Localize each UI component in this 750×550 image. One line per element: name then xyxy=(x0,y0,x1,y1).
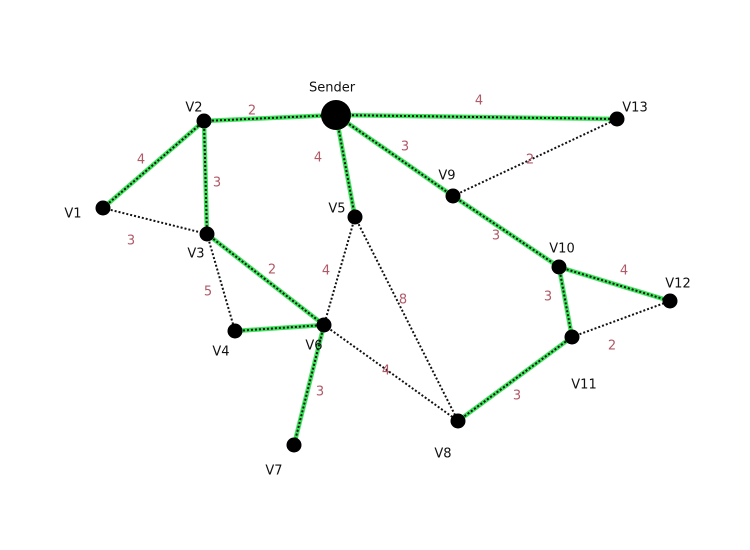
node-label-v8: V8 xyxy=(434,447,451,462)
node-v7 xyxy=(286,437,302,453)
weight-layer: 4 2 4 3 3 5 2 4 4 8 3 4 3 2 3 4 3 2 3 xyxy=(127,94,628,404)
node-v9 xyxy=(445,188,461,204)
weight-label-v2-sender: 2 xyxy=(248,104,256,119)
weight-label-sender-v13: 4 xyxy=(475,94,483,109)
tree-edge-v2-sender xyxy=(201,112,339,124)
weight-label-v3-v4: 5 xyxy=(204,285,212,300)
node-label-v4: V4 xyxy=(212,345,229,360)
node-label-v2: V2 xyxy=(185,101,202,116)
edge-sender-v5 xyxy=(335,114,356,218)
tree-edge-v10-v11 xyxy=(556,264,575,340)
weight-label-sender-v5: 4 xyxy=(314,151,322,166)
weight-label-v6-v8: 4 xyxy=(382,364,390,379)
weight-label-v6-v7: 3 xyxy=(316,385,324,400)
node-label-v12: V12 xyxy=(665,277,690,292)
weight-label-v11-v12: 2 xyxy=(608,339,616,354)
weight-label-v10-v12: 4 xyxy=(620,264,628,279)
tree-edge-v1-v2 xyxy=(100,118,207,211)
edge-sender-v13 xyxy=(335,114,618,120)
node-label-v9: V9 xyxy=(438,169,455,184)
weight-label-v2-v3: 3 xyxy=(213,176,221,191)
edge-v3-v4 xyxy=(206,233,236,332)
weight-label-v5-v8: 8 xyxy=(399,293,407,308)
weight-label-v8-v11: 3 xyxy=(513,389,521,404)
node-label-v13: V13 xyxy=(622,101,647,116)
node-label-v10: V10 xyxy=(549,242,574,257)
edge-v9-v13 xyxy=(452,118,618,197)
node-v10 xyxy=(551,259,567,275)
node-label-v6: V6 xyxy=(305,339,322,354)
edge-v11-v12 xyxy=(571,300,671,338)
edge-v1-v3 xyxy=(102,207,208,235)
weight-label-sender-v9: 3 xyxy=(401,140,409,155)
weight-label-v9-v13: 2 xyxy=(526,153,534,168)
edge-v6-v8 xyxy=(323,324,459,422)
tree-edge-v8-v11 xyxy=(455,334,575,424)
edge-v5-v8 xyxy=(354,216,459,422)
node-v11 xyxy=(564,329,580,345)
node-v12 xyxy=(662,293,678,309)
node-label-v3: V3 xyxy=(187,247,204,262)
weight-label-v9-v10: 3 xyxy=(492,229,500,244)
edge-layer xyxy=(100,112,673,448)
weight-label-v1-v3: 3 xyxy=(127,234,135,249)
tree-edge-sender-v9 xyxy=(333,112,456,199)
edge-v10-v12 xyxy=(558,266,671,302)
node-label-sender: Sender xyxy=(309,81,356,96)
node-label-v11: V11 xyxy=(571,378,596,393)
node-v4 xyxy=(227,323,243,339)
node-label-v7: V7 xyxy=(265,464,282,479)
node-v13 xyxy=(609,111,625,127)
edge-v2-v3 xyxy=(203,120,208,235)
weight-label-v1-v2: 4 xyxy=(137,153,145,168)
node-v8 xyxy=(450,413,466,429)
node-label-v5: V5 xyxy=(328,202,345,217)
node-v1 xyxy=(95,200,111,216)
edge-v5-v6 xyxy=(323,216,356,326)
node-v2 xyxy=(196,113,212,129)
weight-label-v10-v11: 3 xyxy=(544,290,552,305)
node-layer xyxy=(95,100,678,453)
edge-v6-v7 xyxy=(293,324,325,446)
weight-label-v5-v6: 4 xyxy=(322,264,330,279)
sender-node xyxy=(321,100,351,130)
weight-label-v3-v6: 2 xyxy=(268,263,276,278)
node-label-v1: V1 xyxy=(64,207,81,222)
node-v5 xyxy=(347,209,363,225)
node-v6 xyxy=(316,317,332,333)
edge-v9-v10 xyxy=(452,195,560,268)
node-v3 xyxy=(199,226,215,242)
edge-v3-v6 xyxy=(206,233,325,326)
edge-v4-v6 xyxy=(234,324,325,332)
